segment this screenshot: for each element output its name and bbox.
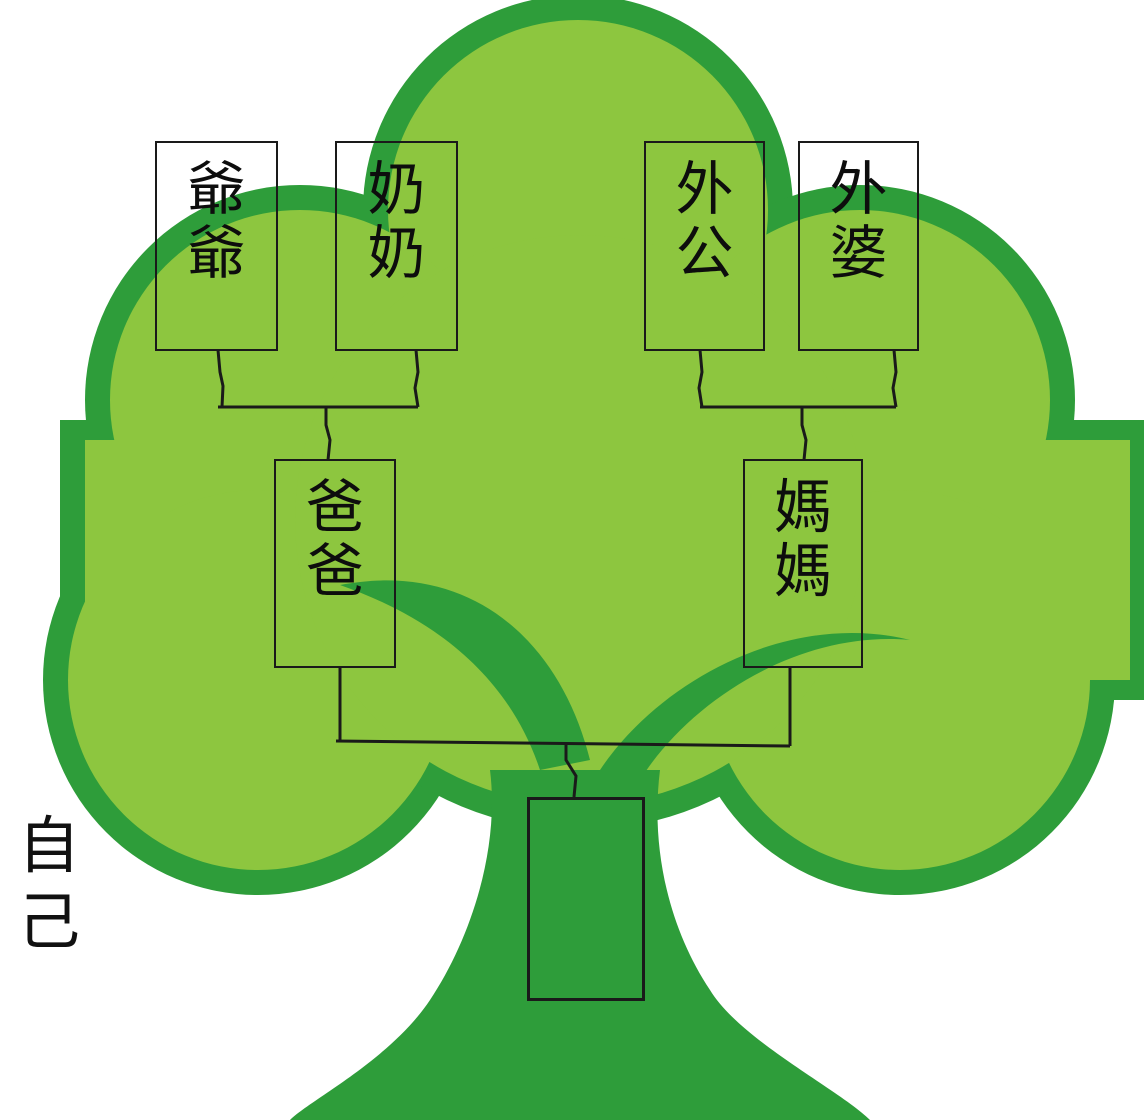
node-paternal-grandmother-label: 奶 奶 (337, 157, 456, 285)
char: 爺 (187, 219, 246, 287)
node-self-label: 自 己 (14, 808, 84, 960)
tree-branches (340, 580, 910, 780)
node-father: 爸 爸 (274, 459, 396, 668)
node-father-label: 爸 爸 (276, 475, 394, 603)
node-mother: 媽 媽 (743, 459, 863, 668)
char: 婆 (829, 219, 888, 287)
char: 外 (675, 155, 734, 223)
connector-lines (216, 349, 898, 798)
node-maternal-grandmother: 外 婆 (798, 141, 919, 351)
node-paternal-grandfather: 爺 爺 (155, 141, 278, 351)
char: 媽 (773, 473, 832, 541)
char: 外 (829, 155, 888, 223)
tree-trunk (290, 770, 870, 1120)
node-maternal-grandfather: 外 公 (644, 141, 765, 351)
char: 奶 (367, 155, 426, 223)
tree-canopy (43, 0, 1144, 895)
node-mother-label: 媽 媽 (745, 475, 861, 603)
char: 奶 (367, 219, 426, 287)
node-paternal-grandmother: 奶 奶 (335, 141, 458, 351)
char: 爸 (305, 537, 364, 605)
char: 自 (17, 809, 80, 882)
node-maternal-grandmother-label: 外 婆 (800, 157, 917, 285)
node-paternal-grandfather-label: 爺 爺 (157, 157, 276, 285)
char: 爺 (187, 155, 246, 223)
char: 爸 (305, 473, 364, 541)
char: 公 (675, 219, 734, 287)
char: 己 (17, 885, 80, 958)
node-maternal-grandfather-label: 外 公 (646, 157, 763, 285)
node-self-box (527, 797, 645, 1001)
char: 媽 (773, 537, 832, 605)
